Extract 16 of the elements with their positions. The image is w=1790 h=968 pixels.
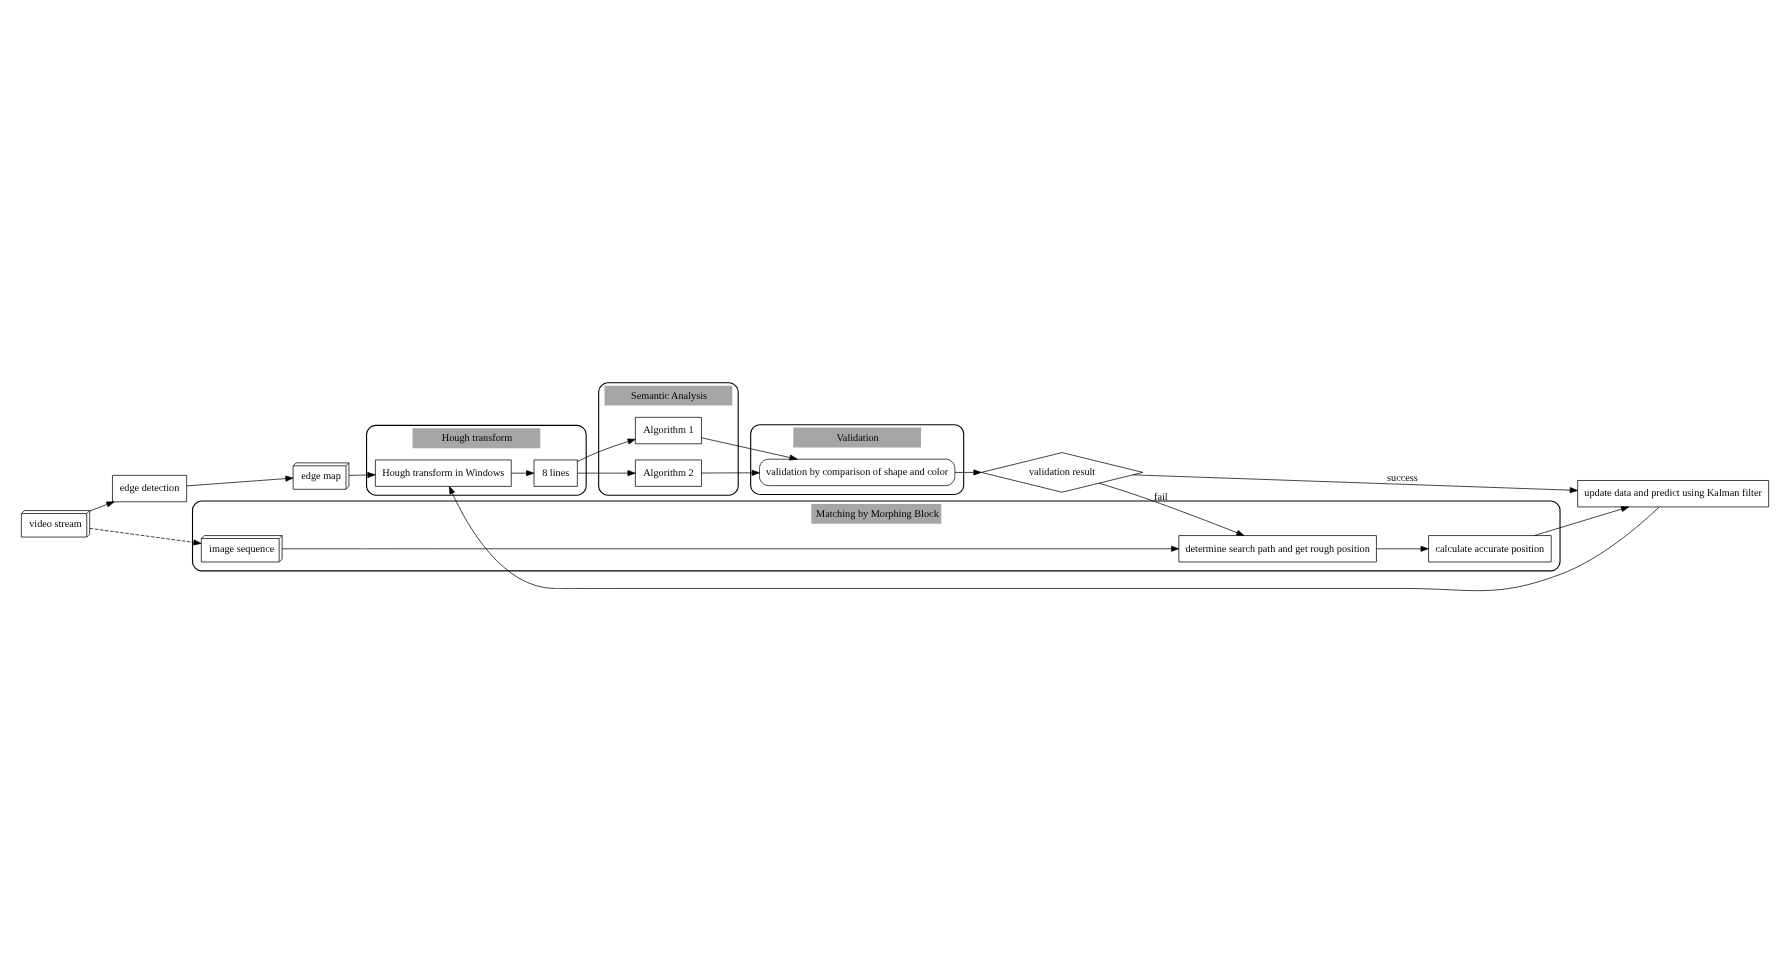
arrow [281,545,1180,552]
arrow [348,472,376,478]
arrow [89,501,115,512]
arrow [448,486,1660,591]
arrow [1098,482,1245,536]
arrow [186,475,294,487]
arrow [1132,474,1578,494]
arrow [511,470,535,477]
arrow [1376,545,1429,552]
arrow [1534,506,1630,536]
arrow [701,469,760,476]
arrow [577,470,636,477]
arrow [954,469,982,476]
arrow [89,528,202,546]
arrow [577,438,636,463]
arrow [701,437,798,461]
